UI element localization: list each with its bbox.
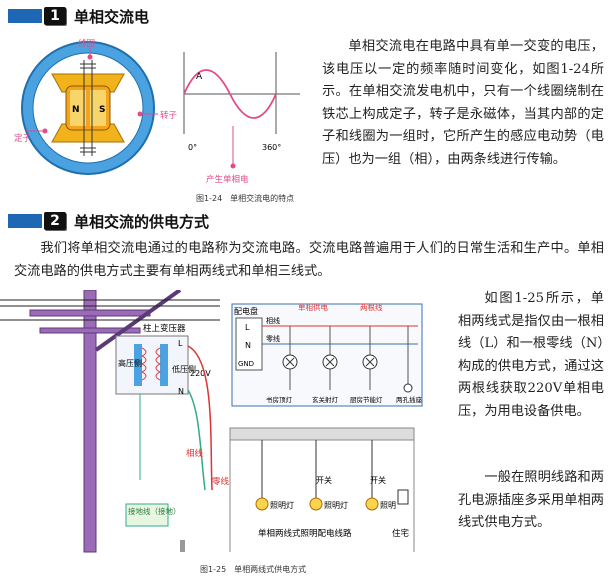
utility-pole [83,290,97,553]
load4-label: 两孔插座 [396,395,423,404]
rotor-s [90,90,106,126]
generate-pointer [230,163,236,169]
neutral-wire [187,389,206,491]
coil [80,60,96,156]
label-a: A [196,72,203,82]
lamp3-label: 照明 [380,501,396,510]
coil-secondary [155,347,162,381]
voltage-label: 220V [190,369,211,378]
section-title: 单相交流电 [74,7,150,26]
header-bar [8,9,42,23]
panel-neutral-label: 零线 [266,334,280,343]
house-ceiling [229,427,415,441]
header-bar [8,214,42,228]
panel-n: N [245,341,251,350]
label-s: S [99,105,105,115]
side-paragraph-2: 一般在照明线路和两孔电源插座多采用单相两线式供电方式。 [458,470,604,530]
crossarm-bottom [39,327,141,334]
phase-wire-label: 相线 [186,448,204,459]
section-title: 单相交流的供电方式 [74,212,210,231]
stator-pointer [42,128,48,134]
load2-label: 玄关射灯 [312,395,339,404]
figure-two-wire-supply: 柱上变压器 高压侧 低压侧 L N 220V 相线 零线 接地线（接地） 配电盘… [0,290,423,553]
crossarm-top [29,309,151,317]
lamp1-label: 照明灯 [270,500,294,510]
section1-header: 1 单相交流电 [8,5,149,27]
core-left [134,344,142,386]
load1-label: 书房顶灯 [266,395,293,404]
label-coil: 线圈 [78,38,95,49]
top-phase-label: 单相供电 [298,302,328,312]
label-rotor: 转子 [160,110,178,121]
panel-diagram [231,303,423,407]
switch1-label: 开关 [316,475,332,485]
transformer-label: 柱上变压器 [143,323,186,334]
lamp2-label: 照明灯 [324,500,348,510]
house-label: 住宅 [392,528,409,539]
ground-rod [180,540,185,552]
panel-label: 配电盘 [234,306,258,316]
low-side-label: 低压侧 [172,364,196,374]
transformer-box [115,335,189,395]
section2-header: 2 单相交流的供电方式 [8,210,209,232]
label-stator: 定子 [14,133,32,144]
panel-gnd: GND [238,360,254,368]
sine-wave [183,69,277,119]
label-generate: 产生单相电 [206,174,249,185]
phase-wire [187,345,213,491]
section-number: 2 [44,212,66,230]
neutral-wire-label: 零线 [212,476,230,487]
panel-l: L [245,323,250,332]
figure-1-24-caption: 图1-24 单相交流电的特点 [196,194,295,203]
section-number: 1 [44,7,66,25]
load3-label: 厨房节能灯 [350,395,383,404]
ground-label-box [125,503,169,527]
n-terminal: N [178,387,184,396]
rotor-n [70,90,86,126]
ground-label: 接地线（接地） [128,506,181,516]
house-lamps [255,440,409,511]
switch2-label: 开关 [370,475,386,485]
core-right [160,344,168,386]
l-terminal: L [178,339,183,348]
section1-paragraph: 单相交流电在电路中具有单一交变的电压，该电压以一定的频率随时间变化，如图1-24… [322,39,604,167]
panel-phase-label: 相线 [266,316,280,325]
bottom-label: 单相两线式照明配电线路 [258,528,352,539]
figure-ac-generator: N S 线圈 转子 定子 A 0° 360° 产生单相电 [14,38,300,185]
panel-box [235,317,263,371]
top-two-label: 两根线 [360,302,383,312]
figure-1-25-caption: 图1-25 单相两线式供电方式 [200,565,307,574]
high-side-label: 高压侧 [118,358,142,368]
label-360: 360° [262,143,281,152]
label-n: N [72,105,80,115]
load-lamps [282,326,413,393]
coil-primary [140,347,147,381]
label-zero: 0° [188,143,197,152]
side-paragraph-1: 如图1-25所示，单相两线式是指仅由一根相线（L）和一根零线（N）构成的供电方式… [458,291,604,419]
rotor-pointer [137,111,143,117]
section2-paragraph: 我们将单相交流电通过的电路称为交流电路。交流电路普遍用于人们的日常生活和生产中。… [14,241,604,279]
